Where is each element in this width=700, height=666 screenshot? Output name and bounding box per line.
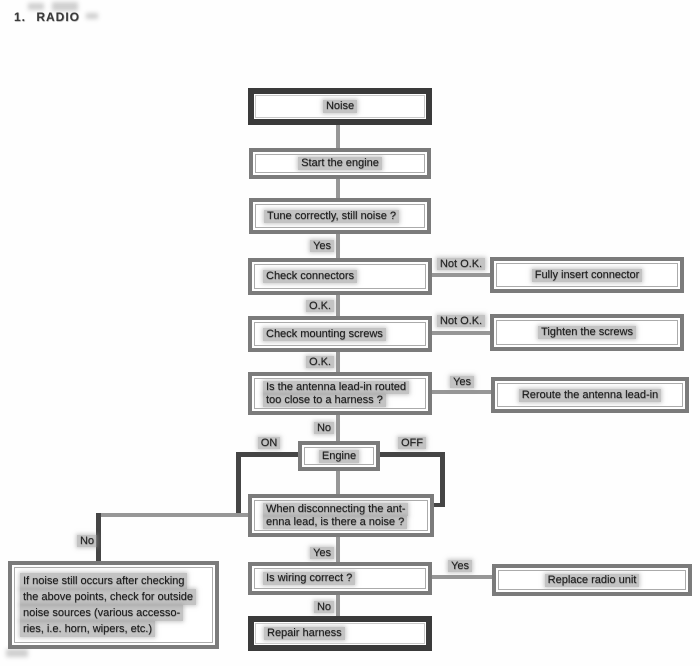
flow-node-replace-radio-unit: Replace radio unit	[492, 564, 692, 596]
branch-label-no: No	[74, 535, 100, 547]
connector-noise-start	[336, 124, 340, 148]
scan-smudge	[86, 13, 98, 19]
connector-disconnect-no-h	[98, 513, 248, 517]
flow-node-fully-insert-connector: Fully insert connector	[490, 257, 684, 293]
flow-node-check-connectors: Check connectors	[248, 258, 432, 295]
connector-start-tune	[336, 178, 340, 198]
connector-engine-off-h	[378, 452, 441, 457]
scan-smudge	[6, 649, 28, 657]
connector-engine-off-stub	[430, 503, 445, 507]
connector-tune-connectors	[336, 233, 340, 258]
branch-label-yes: Yes	[302, 240, 334, 252]
branch-label-yes: Yes	[444, 560, 476, 572]
flow-node-repair-harness: Repair harness	[248, 616, 432, 651]
scan-smudge	[28, 3, 44, 10]
flow-node-disconnect-antenna-question: When disconnecting the ant- enna lead, i…	[248, 494, 434, 537]
connector-notok-tighten	[431, 331, 490, 335]
branch-label-no: No	[308, 601, 334, 613]
connector-notok-insert	[431, 273, 490, 277]
branch-label-no: No	[308, 422, 334, 434]
connector-yes-replace	[431, 575, 492, 579]
flow-node-reroute-antenna: Reroute the antenna lead-in	[491, 377, 689, 413]
connector-antenna-engine	[336, 414, 340, 441]
flow-node-antenna-routed-question: Is the antenna lead-in routed too close …	[248, 372, 432, 415]
flow-node-wiring-correct-question: Is wiring correct ?	[248, 562, 432, 595]
connector-engine-disconnect	[336, 470, 340, 494]
scan-smudge	[52, 2, 78, 11]
branch-label-on: ON	[252, 437, 286, 449]
connector-wiring-repair	[336, 594, 340, 616]
branch-label-ok: O.K.	[300, 300, 334, 312]
flow-node-start-engine: Start the engine	[249, 148, 431, 179]
flow-node-check-mounting-screws: Check mounting screws	[248, 316, 432, 352]
flow-node-outside-noise-note: If noise still occurs after checking the…	[8, 561, 219, 649]
flow-node-engine: Engine	[298, 441, 380, 471]
flow-node-tighten-screws: Tighten the screws	[490, 314, 684, 351]
flow-node-noise: Noise	[248, 88, 432, 125]
connector-disconnect-wiring	[336, 536, 340, 562]
page-title: 1. RADIO	[14, 10, 81, 24]
connector-disconnect-no-v	[96, 513, 101, 562]
branch-label-yes: Yes	[302, 547, 334, 559]
connector-yes-reroute	[431, 390, 491, 394]
connector-engine-off-v	[440, 452, 445, 507]
connector-screws-antenna	[336, 351, 340, 372]
branch-label-off: OFF	[394, 437, 430, 449]
connector-engine-on-v	[236, 452, 241, 517]
branch-label-ok: O.K.	[300, 356, 334, 368]
flow-node-tune-correctly: Tune correctly, still noise ?	[249, 198, 431, 234]
connector-engine-on-h	[238, 452, 300, 457]
branch-label-not-ok: Not O.K.	[432, 258, 490, 270]
branch-label-yes: Yes	[446, 376, 478, 388]
connector-connectors-screws	[336, 294, 340, 316]
branch-label-not-ok: Not O.K.	[432, 315, 490, 327]
